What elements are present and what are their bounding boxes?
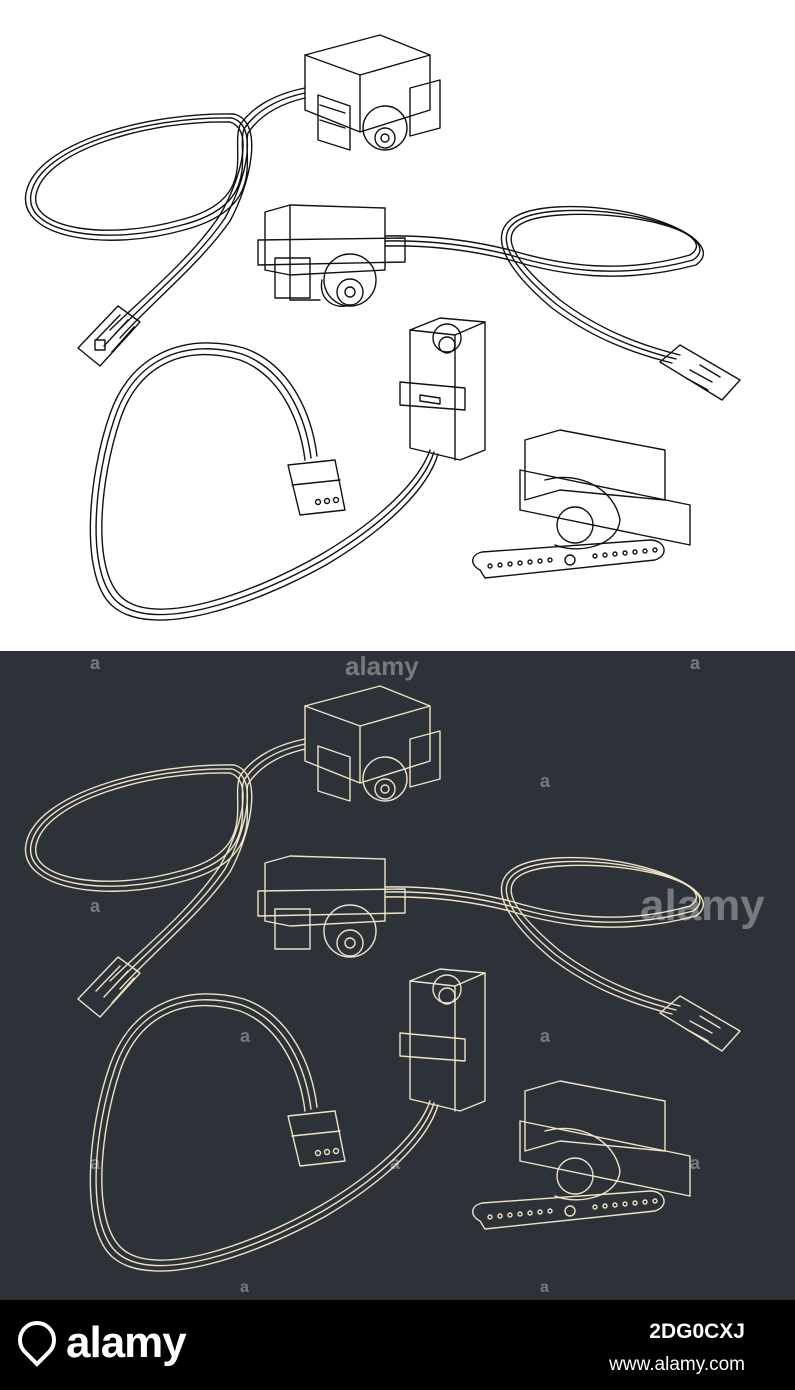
watermark-small-a: a: [240, 1279, 249, 1296]
watermark-small-a: a: [540, 1026, 551, 1046]
servo-motor-vertical: [399, 317, 486, 461]
servo-cable-top: [24, 87, 306, 339]
servo-cable-vertical-dark: [89, 993, 439, 1272]
alamy-logo[interactable]: alamy: [10, 1313, 187, 1368]
watermark-small-a: a: [90, 653, 101, 673]
three-pin-connector-middle-dark: [659, 995, 741, 1052]
servo-motor-middle: [257, 204, 406, 307]
dark-illustration-panel: a alamy a a a alamy a a a a a a a: [0, 651, 795, 1300]
watermark-small-a: a: [540, 1279, 549, 1296]
servo-illustration-dark: [24, 685, 741, 1272]
servo-motor-middle-dark: [257, 855, 406, 958]
servo-motor-top: [304, 34, 441, 151]
watermark-small-a: a: [240, 1026, 251, 1046]
watermark-alamy-right: alamy: [640, 881, 765, 930]
servo-cable-top-dark: [24, 738, 306, 990]
watermark-small-a: a: [90, 1153, 101, 1173]
servo-horn-arm-dark: [472, 1190, 665, 1230]
servo-motor-with-horn-dark: [519, 1080, 691, 1201]
footer-bar: alamy 2DG0CXJ www.alamy.com: [0, 1300, 795, 1390]
three-pin-connector-top: [77, 305, 141, 367]
watermark-small-a: a: [390, 1153, 401, 1173]
alamy-logo-icon: [10, 1313, 64, 1367]
brand-name: alamy: [66, 1318, 187, 1367]
servo-motor-with-horn: [519, 429, 691, 550]
three-pin-connector-lower: [287, 459, 346, 516]
watermark-small-a: a: [90, 896, 101, 916]
three-pin-connector-lower-dark: [287, 1110, 346, 1167]
three-pin-connector-top-dark: [77, 956, 141, 1018]
servo-illustration-light: [24, 34, 741, 621]
servo-cable-vertical: [89, 342, 439, 621]
site-url[interactable]: www.alamy.com: [609, 1354, 745, 1375]
servo-motor-vertical-dark: [399, 968, 486, 1112]
servo-cable-middle-dark: [384, 856, 704, 1015]
image-id: 2DG0CXJ: [649, 1320, 745, 1343]
watermark-small-a: a: [690, 653, 701, 673]
servo-horn-arm: [472, 539, 665, 579]
servo-cable-middle: [384, 205, 704, 364]
watermark-alamy-top: alamy: [345, 651, 419, 681]
three-pin-connector-middle: [659, 344, 741, 401]
watermark-small-a: a: [690, 1153, 701, 1173]
light-illustration-panel: [0, 0, 795, 651]
watermark-small-a: a: [540, 771, 551, 791]
servo-motor-top-dark: [304, 685, 441, 802]
